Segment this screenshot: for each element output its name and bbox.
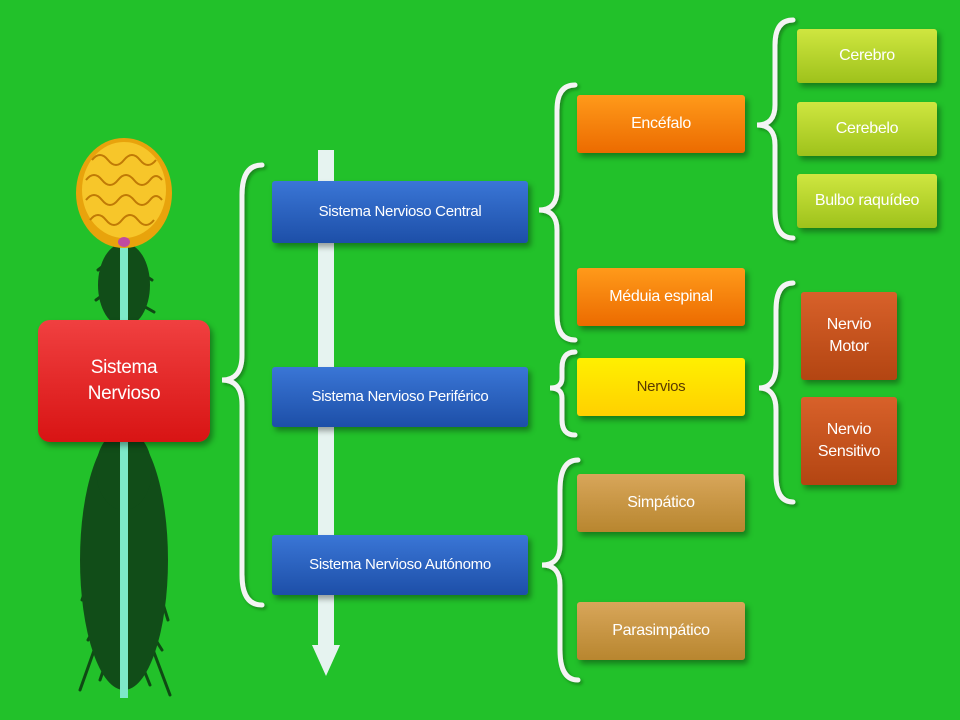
brain (76, 138, 172, 248)
node-sistema-nervioso-central: Sistema Nervioso Central (272, 181, 528, 243)
braces (221, 17, 796, 683)
node-cerebro: Cerebro (797, 29, 937, 83)
brace-nervios (758, 280, 796, 505)
brace-encefalo (756, 17, 796, 241)
node-sistema-nervioso-autonomo: Sistema Nervioso Autónomo (272, 535, 528, 595)
node-sistema-nervioso-periferico: Sistema Nervioso Periférico (272, 367, 528, 427)
node-nervios: Nervios (577, 358, 745, 416)
brace-snc (538, 82, 578, 343)
brace-root (221, 162, 265, 608)
node-encefalo: Encéfalo (577, 95, 745, 153)
node-bulbo-raquideo: Bulbo raquídeo (797, 174, 937, 228)
node-cerebelo: Cerebelo (797, 102, 937, 156)
node-nervio-motor: Nervio Motor (801, 292, 897, 380)
brace-sna (541, 457, 581, 683)
node-sistema-nervioso: Sistema Nervioso (38, 320, 210, 442)
node-medula-espinal: Méduia espinal (577, 268, 745, 326)
node-parasimpatico: Parasimpático (577, 602, 745, 660)
brain-spinal-cord-illustration (76, 138, 172, 698)
node-simpatico: Simpático (577, 474, 745, 532)
node-nervio-sensitivo: Nervio Sensitivo (801, 397, 897, 485)
brace-snp (549, 349, 578, 438)
spinal-cord (120, 238, 128, 698)
